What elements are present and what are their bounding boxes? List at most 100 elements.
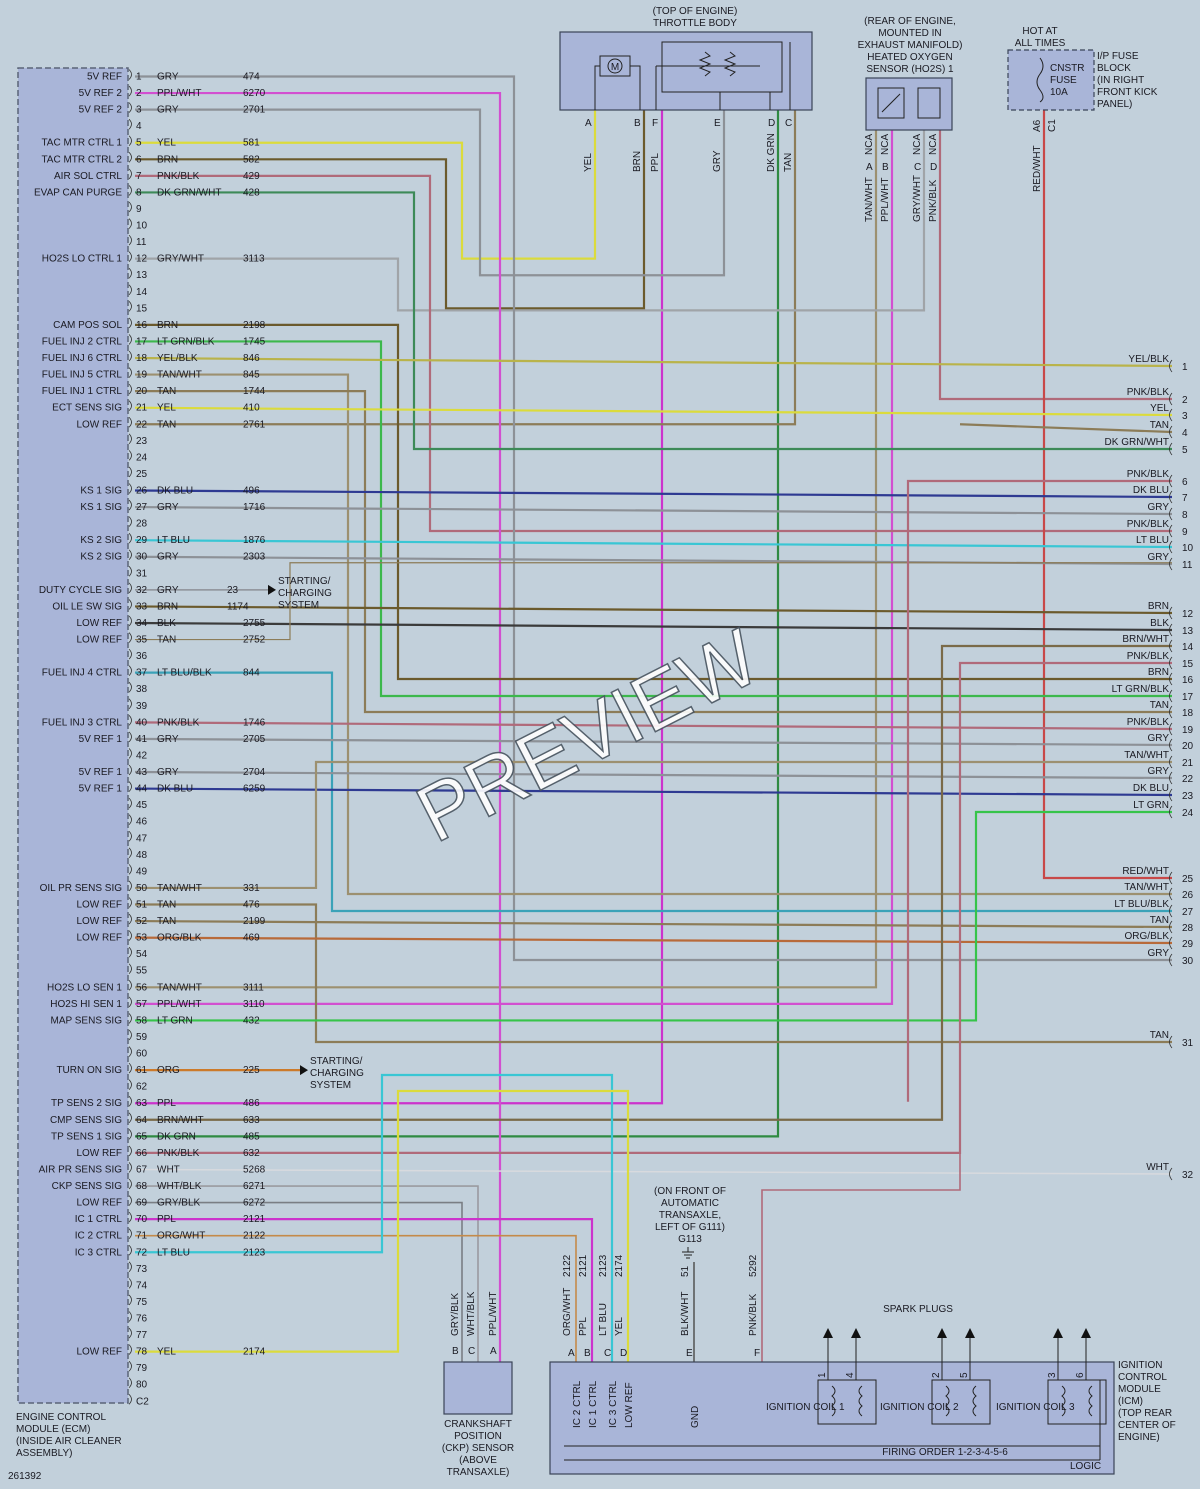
ecm-pin-row: 47 xyxy=(128,830,148,844)
connector-icon xyxy=(128,1244,132,1256)
terminal-number: 11 xyxy=(1182,560,1193,571)
terminal-number: 9 xyxy=(1182,527,1188,538)
pin-number: 2 xyxy=(136,88,142,99)
connector-icon xyxy=(128,168,132,180)
connector-icon xyxy=(1169,738,1173,752)
wire-color: WHT xyxy=(157,1164,180,1175)
wire xyxy=(134,356,1173,368)
pin-number: 55 xyxy=(136,966,148,977)
wire-color: PNK/BLK xyxy=(157,1148,200,1159)
wire xyxy=(134,539,1173,549)
terminal-number: 13 xyxy=(1182,626,1194,637)
connector-icon xyxy=(128,1278,132,1289)
wire xyxy=(135,191,1172,451)
connector-icon xyxy=(1169,788,1173,802)
wire-color: GRY xyxy=(1148,552,1170,563)
pin-function: LOW REF xyxy=(76,1198,122,1209)
wire-color: TAN xyxy=(157,916,176,927)
svg-text:M: M xyxy=(611,62,619,73)
connector-pin: B xyxy=(584,1348,591,1359)
connector-icon xyxy=(128,466,132,478)
pin-function: ECT SENS SIG xyxy=(52,403,122,414)
wire xyxy=(135,174,1172,533)
connector-icon xyxy=(1169,953,1173,967)
connector-icon xyxy=(1169,656,1173,670)
wire-color: GRY xyxy=(1148,502,1170,513)
wire-color: YEL xyxy=(1150,403,1169,414)
terminal-number: 24 xyxy=(1182,808,1194,819)
connector-icon xyxy=(128,400,132,411)
svg-text:CRANKSHAFT: CRANKSHAFT xyxy=(444,1419,512,1430)
pin-number: 49 xyxy=(136,866,148,877)
terminal-number: 28 xyxy=(1182,923,1194,934)
connector-pin: C1 xyxy=(1047,119,1058,132)
terminal-number: 19 xyxy=(1182,725,1194,736)
connector-icon xyxy=(128,450,132,461)
svg-text:ALL TIMES: ALL TIMES xyxy=(1015,38,1066,49)
wire-color: YEL xyxy=(157,1347,176,1358)
connector-icon xyxy=(1169,920,1173,934)
connector-icon xyxy=(1169,623,1173,637)
wire-color: DK BLU xyxy=(157,486,193,497)
terminal-number: 2 xyxy=(1182,395,1188,406)
connector-pin: F xyxy=(754,1348,760,1359)
terminal-number: 31 xyxy=(1182,1038,1194,1049)
pin-function: 5V REF xyxy=(87,72,122,83)
circuit-number: 429 xyxy=(243,171,260,182)
coil-icon xyxy=(831,1385,836,1417)
connector-icon xyxy=(128,1294,132,1306)
pin-number: 61 xyxy=(136,1065,148,1076)
connector-icon xyxy=(128,1046,132,1057)
circuit-number: 844 xyxy=(243,668,260,679)
connector-icon xyxy=(128,632,132,643)
pin-number: 63 xyxy=(136,1098,148,1109)
circuit-number: 2174 xyxy=(614,1254,625,1277)
pin-function: IC 3 CTRL xyxy=(75,1247,123,1258)
connector-icon xyxy=(128,980,132,991)
wire-color: YEL/BLK xyxy=(1128,354,1169,365)
pin-function: FUEL INJ 3 CTRL xyxy=(42,717,123,728)
circuit-number: 6259 xyxy=(243,784,266,795)
svg-text:CONTROL: CONTROL xyxy=(1118,1372,1167,1383)
ecm-pin-row: 77 xyxy=(128,1327,148,1341)
terminal-number: 10 xyxy=(1182,543,1194,554)
svg-text:CENTER OF: CENTER OF xyxy=(1118,1420,1176,1431)
connector-icon xyxy=(128,897,132,908)
terminal-number: 6 xyxy=(1182,477,1188,488)
circuit-number: 2705 xyxy=(243,734,266,745)
connector-pin: B xyxy=(634,118,641,129)
terminal-number: 32 xyxy=(1182,1170,1194,1181)
pin-number: 35 xyxy=(136,635,148,646)
wire xyxy=(134,721,1173,731)
circuit-number: 428 xyxy=(243,187,260,198)
ecm-pin-row: 11 xyxy=(128,234,147,248)
wire xyxy=(135,390,1172,714)
circuit-number: 474 xyxy=(243,72,260,83)
wire xyxy=(938,130,1172,401)
terminal-number: 16 xyxy=(1182,675,1194,686)
terminal-number: 1 xyxy=(1182,362,1188,373)
connector-pin: D xyxy=(768,118,775,129)
svg-text:HEATED OXYGEN: HEATED OXYGEN xyxy=(867,52,952,63)
spark-plug-icon xyxy=(937,1328,947,1338)
svg-text:PANEL): PANEL) xyxy=(1097,99,1132,110)
wire xyxy=(135,323,1172,681)
connector-icon xyxy=(128,483,132,494)
connector-pin: A xyxy=(490,1346,497,1357)
pin-number: 34 xyxy=(136,618,148,629)
figure-id: 261392 xyxy=(8,1471,42,1482)
connector-icon xyxy=(128,582,132,594)
